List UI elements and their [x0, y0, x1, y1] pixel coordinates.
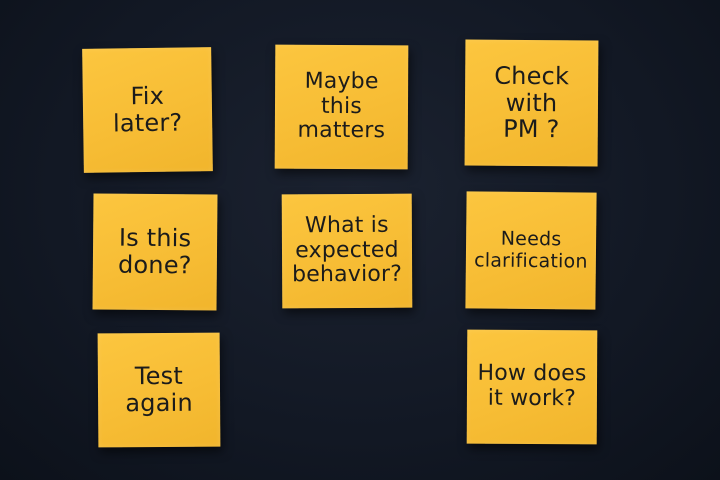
sticky-note-text: Needs clarification [474, 227, 588, 273]
sticky-note-text: Fix later? [112, 81, 183, 138]
sticky-note-what-is-expected-behavior[interactable]: What is expected behavior? [281, 193, 413, 309]
sticky-note-fix-later[interactable]: Fix later? [82, 47, 213, 173]
sticky-note-text: Test again [125, 361, 193, 418]
sticky-note-text: How does it work? [477, 361, 587, 412]
sticky-note-maybe-this-matters[interactable]: Maybe this matters [274, 44, 409, 170]
sticky-note-text: Check with PM ? [494, 61, 570, 144]
sticky-note-is-this-done[interactable]: Is this done? [92, 193, 218, 311]
sticky-note-text: What is expected behavior? [292, 212, 403, 288]
sticky-note-needs-clarification[interactable]: Needs clarification [465, 191, 597, 310]
sticky-note-test-again[interactable]: Test again [97, 332, 221, 448]
sticky-note-text: Is this done? [117, 223, 192, 280]
sticky-note-check-with-pm[interactable]: Check with PM ? [464, 39, 599, 167]
sticky-note-text: Maybe this matters [297, 68, 386, 144]
sticky-note-how-does-it-work[interactable]: How does it work? [466, 329, 598, 445]
